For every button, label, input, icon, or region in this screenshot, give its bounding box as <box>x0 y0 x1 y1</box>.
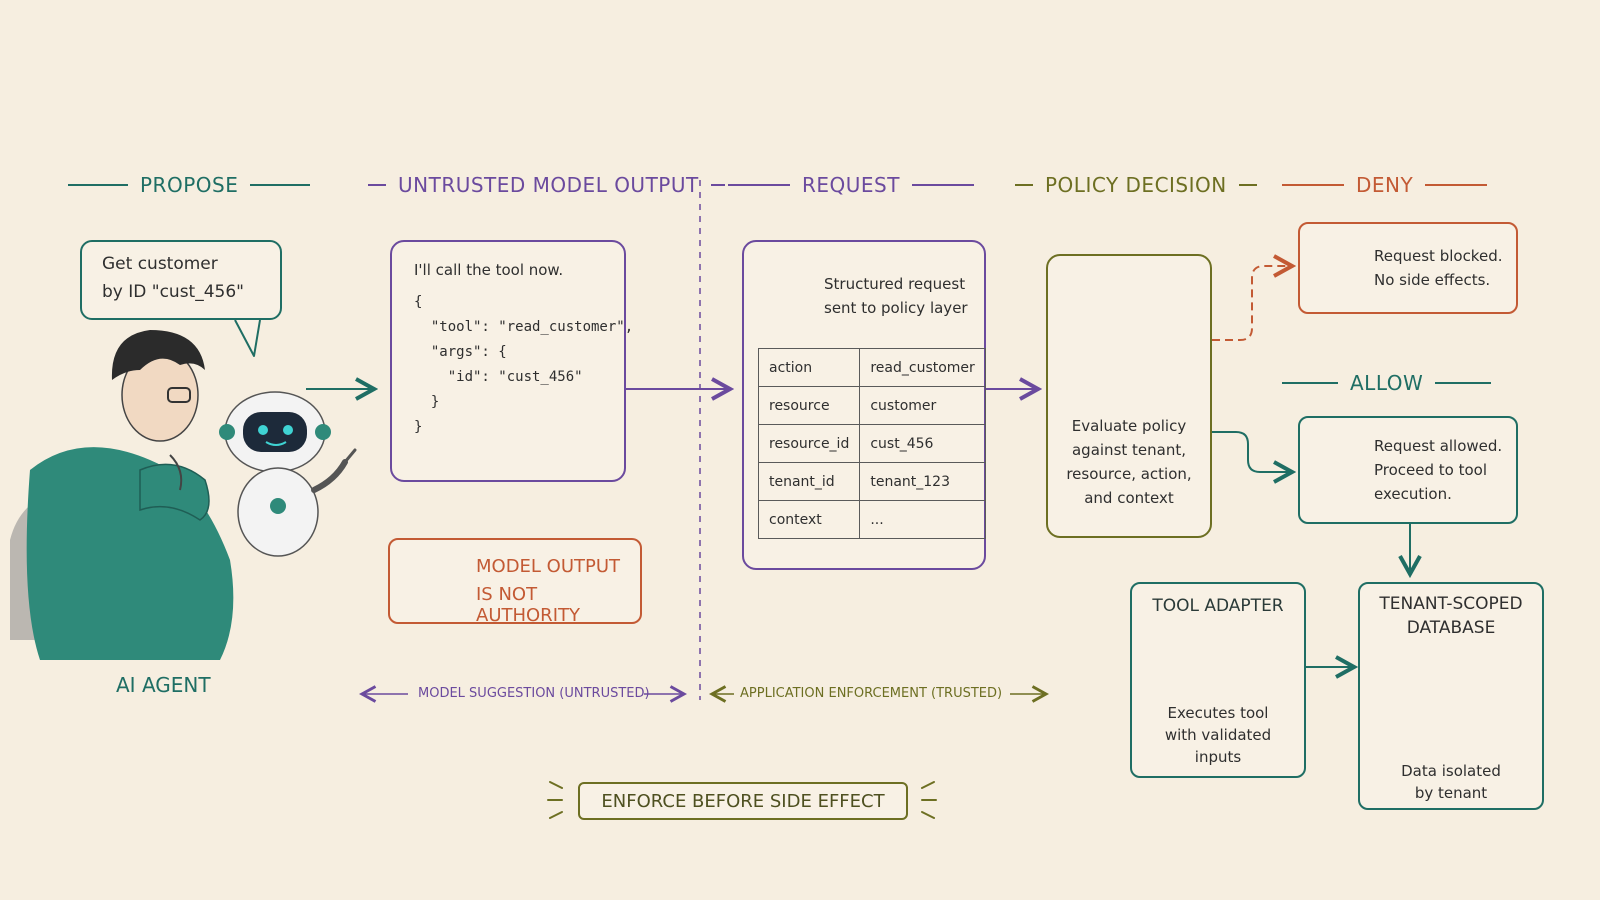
database-line: Data isolated <box>1401 762 1501 780</box>
warning-line1: MODEL OUTPUT <box>476 556 621 577</box>
header-untrusted: UNTRUSTED MODEL OUTPUT <box>368 173 725 197</box>
speech-bubble-tail <box>234 319 261 357</box>
allow-line: Request allowed. <box>1374 437 1503 455</box>
policy-line: Evaluate policy <box>1071 417 1187 435</box>
code-line: } <box>414 394 440 410</box>
policy-line: against tenant, <box>1071 441 1186 459</box>
header-policy-text: POLICY DECISION <box>1045 173 1227 197</box>
request-key: action <box>757 348 861 387</box>
header-request: REQUEST <box>728 173 974 197</box>
arrow-policy-to-allow <box>1212 431 1292 472</box>
database-line: by tenant <box>1414 784 1488 802</box>
tool-adapter-text: Executes tool with validated inputs <box>1132 702 1304 768</box>
footer-ticks-left <box>547 781 563 819</box>
header-allow-text: ALLOW <box>1350 371 1424 395</box>
code-line: "args": { <box>414 344 507 360</box>
database-title-line1: TENANT-SCOPED <box>1379 594 1523 614</box>
footer-banner: ENFORCE BEFORE SIDE EFFECT <box>578 782 908 820</box>
arrow-policy-to-deny <box>1212 266 1292 341</box>
request-value: customer <box>859 386 986 425</box>
header-propose: PROPOSE <box>68 173 311 197</box>
model-output-code: { "tool": "read_customer", "args": { "id… <box>414 290 633 440</box>
header-deny-text: DENY <box>1356 173 1414 197</box>
footer-text: ENFORCE BEFORE SIDE EFFECT <box>601 791 885 812</box>
database-card: TENANT-SCOPED DATABASE Data isolated by … <box>1358 582 1544 810</box>
model-output-card: I'll call the tool now. { "tool": "read_… <box>390 240 633 482</box>
warning-line2: IS NOT AUTHORITY <box>476 584 580 626</box>
agent-label: AI AGENT <box>116 673 211 697</box>
deny-card: Request blocked. No side effects. <box>1298 222 1518 314</box>
policy-line: and context <box>1084 489 1174 507</box>
policy-line: resource, action, <box>1066 465 1192 483</box>
tool-adapter-line: with validated <box>1164 726 1272 744</box>
header-allow: ALLOW <box>1282 371 1492 395</box>
code-line: { <box>414 294 423 310</box>
header-request-text: REQUEST <box>802 173 900 197</box>
speech-bubble-line2: by ID "cust_456" <box>102 282 244 302</box>
tool-adapter-line: inputs <box>1194 748 1242 766</box>
request-title-line1: Structured request <box>824 275 966 293</box>
allow-text: Request allowed. Proceed to tool executi… <box>1374 434 1502 506</box>
request-value: read_customer <box>859 348 986 387</box>
warning-card: MODEL OUTPUT IS NOT AUTHORITY <box>388 538 642 626</box>
robot-illustration <box>219 391 357 557</box>
request-card: Structured request sent to policy layer … <box>742 240 986 570</box>
speech-bubble-line1: Get customer <box>102 254 218 274</box>
database-title-line2: DATABASE <box>1406 618 1496 638</box>
request-title-line2: sent to policy layer <box>824 299 968 317</box>
zone-trusted-label: APPLICATION ENFORCEMENT (TRUSTED) <box>740 686 1003 701</box>
footer-ticks-right <box>921 781 937 819</box>
tool-adapter-title: TOOL ADAPTER <box>1152 596 1284 616</box>
allow-line: Proceed to tool <box>1374 461 1488 479</box>
allow-line: execution. <box>1374 485 1452 503</box>
model-output-intro: I'll call the tool now. <box>414 261 564 279</box>
header-untrusted-text: UNTRUSTED MODEL OUTPUT <box>398 173 699 197</box>
request-value: ... <box>859 500 986 539</box>
person-illustration <box>10 330 234 660</box>
database-text: Data isolated by tenant <box>1360 760 1542 804</box>
header-deny: DENY <box>1282 173 1488 197</box>
header-policy: POLICY DECISION <box>1015 173 1257 197</box>
request-value: tenant_123 <box>859 462 986 501</box>
tool-adapter-line: Executes tool <box>1167 704 1269 722</box>
deny-line1: Request blocked. <box>1374 247 1503 265</box>
table-row: context... <box>757 500 986 539</box>
allow-card: Request allowed. Proceed to tool executi… <box>1298 416 1518 524</box>
request-key: resource_id <box>757 424 861 463</box>
policy-card: Evaluate policy against tenant, resource… <box>1046 254 1212 538</box>
zone-untrusted-label: MODEL SUGGESTION (UNTRUSTED) <box>418 686 650 701</box>
deny-line2: No side effects. <box>1374 271 1491 289</box>
code-line: "id": "cust_456" <box>414 369 583 385</box>
code-line: "tool": "read_customer", <box>414 319 634 335</box>
code-line: } <box>414 419 423 435</box>
tool-adapter-card: TOOL ADAPTER Executes tool with validate… <box>1130 582 1306 778</box>
request-key: context <box>757 500 861 539</box>
header-propose-text: PROPOSE <box>140 173 239 197</box>
request-value: cust_456 <box>859 424 986 463</box>
request-key: tenant_id <box>757 462 861 501</box>
policy-text: Evaluate policy against tenant, resource… <box>1048 414 1210 510</box>
speech-bubble: Get customer by ID "cust_456" <box>80 240 282 320</box>
request-key: resource <box>757 386 861 425</box>
